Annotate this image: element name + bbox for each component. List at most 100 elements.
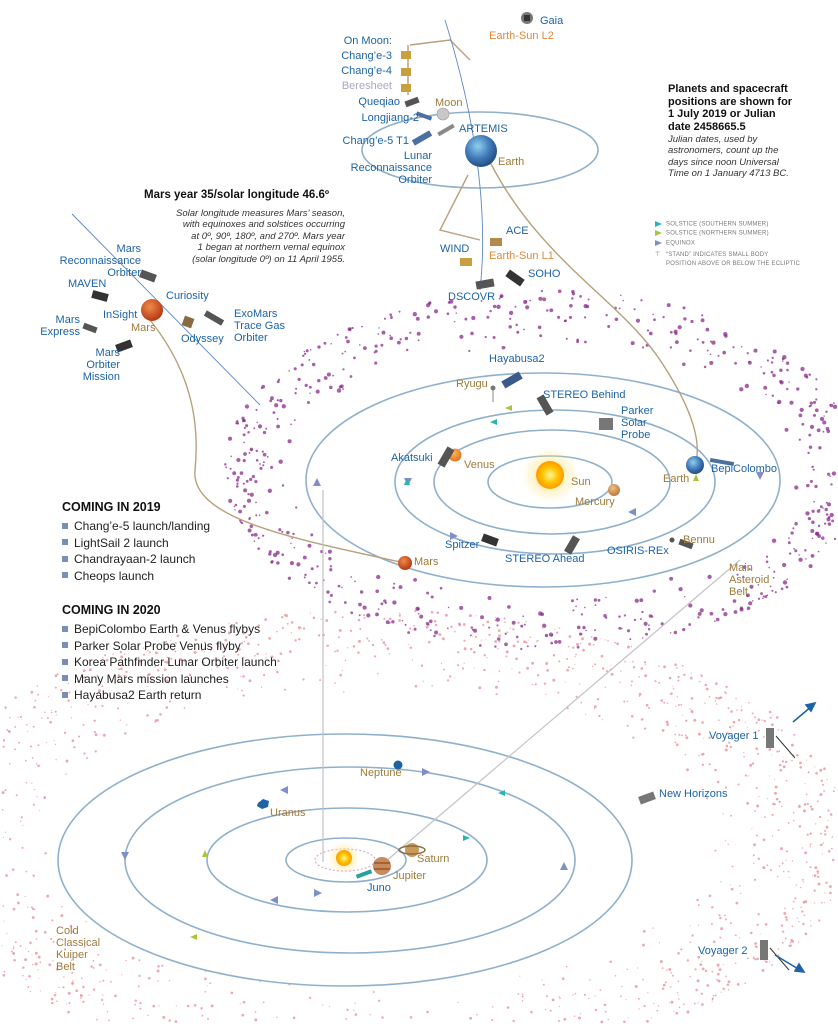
- kuiper-dot: [509, 627, 512, 630]
- asteroid-dot: [766, 594, 769, 596]
- kuiper-dot: [803, 803, 807, 806]
- asteroid-dot: [799, 407, 804, 412]
- kuiper-dot: [675, 705, 677, 707]
- date-title-line: positions are shown for: [668, 95, 793, 108]
- list-item-text: Korea Pathfinder Lunar Orbiter launch: [74, 655, 277, 669]
- kuiper-dot: [792, 907, 794, 910]
- asteroid-dot: [329, 568, 333, 572]
- kuiper-dot: [165, 660, 169, 664]
- kuiper-dot: [146, 714, 149, 717]
- label-line: Lunar: [403, 150, 432, 162]
- kuiper-dot: [346, 647, 349, 649]
- asteroid-dot: [585, 304, 590, 309]
- asteroid-dot: [478, 644, 482, 647]
- solstice-markers: [190, 405, 699, 940]
- kuiper-dot: [18, 741, 20, 744]
- kuiper-dot: [669, 986, 672, 988]
- asteroid-dot: [389, 316, 393, 319]
- kuiper-dot: [119, 719, 121, 721]
- kuiper-dot: [54, 710, 57, 713]
- kuiper-dot: [778, 800, 781, 804]
- label-line: Orbiter: [398, 174, 432, 187]
- asteroid-dot: [272, 552, 278, 558]
- asteroid-dot: [412, 312, 417, 317]
- kuiper-dot: [92, 988, 96, 991]
- asteroid-dot: [323, 341, 327, 345]
- kuiper-dot: [677, 679, 680, 682]
- asteroid-dot: [316, 565, 319, 568]
- kuiper-dot: [792, 900, 795, 903]
- kuiper-dot: [256, 652, 259, 656]
- asteroid-dot: [236, 475, 240, 479]
- asteroid-dot: [689, 349, 692, 352]
- kuiper-dot: [506, 1006, 510, 1009]
- kuiper-dot: [572, 646, 575, 649]
- kuiper-dot: [38, 977, 40, 979]
- kuiper-dot: [620, 670, 622, 672]
- kuiper-dot: [67, 1010, 70, 1014]
- kuiper-dot: [476, 615, 477, 617]
- kuiper-dot: [398, 614, 401, 617]
- kuiper-dot: [442, 668, 445, 671]
- asteroid-dot: [310, 533, 314, 537]
- asteroid-dot: [328, 385, 333, 390]
- label-line: Orbiter: [107, 267, 141, 280]
- asteroid-dot: [740, 345, 743, 348]
- kuiper-dot: [754, 810, 756, 812]
- kuiper-dot: [668, 968, 672, 971]
- asteroid-dot: [594, 604, 597, 606]
- kuiper-dot: [408, 644, 410, 646]
- asteroid-dot: [683, 595, 686, 598]
- kuiper-dot: [605, 670, 609, 673]
- asteroid-dot: [253, 427, 256, 430]
- asteroid-dot: [353, 356, 356, 360]
- kuiper-dot: [148, 673, 151, 676]
- asteroid-dot: [229, 467, 232, 470]
- asteroid-dot: [811, 509, 815, 513]
- kuiper-dot: [680, 703, 683, 706]
- kuiper-dot: [6, 932, 8, 934]
- kuiper-dot: [781, 805, 783, 808]
- kuiper-dot: [690, 672, 692, 674]
- voyager-arrows: [774, 701, 817, 973]
- kuiper-dot: [711, 970, 714, 973]
- asteroid-dot: [635, 318, 641, 323]
- kuiper-dot: [591, 665, 594, 668]
- asteroid-dot: [688, 603, 693, 608]
- kuiper-dot: [165, 706, 169, 709]
- kuiper-dot: [41, 717, 43, 719]
- kuiper-dot: [357, 618, 361, 622]
- kuiper-dot: [822, 783, 824, 786]
- asteroid-dot: [434, 630, 439, 635]
- asteroid-dot: [439, 586, 443, 590]
- kuiper-dot: [31, 954, 33, 956]
- asteroid-dot: [290, 423, 292, 426]
- label-line: Asteroid: [729, 574, 770, 587]
- kuiper-dot: [185, 697, 189, 701]
- asteroid-dot: [607, 325, 611, 328]
- kuiper-dot: [580, 701, 583, 704]
- blue-triangle-icon: [655, 240, 662, 246]
- asteroid-dot: [605, 596, 607, 599]
- kuiper-dot: [531, 683, 534, 686]
- asteroid-dot: [302, 354, 305, 357]
- kuiper-dot: [729, 922, 732, 925]
- asteroid-dot: [746, 594, 749, 597]
- asteroid-dot: [272, 411, 276, 414]
- asteroid-dot: [618, 626, 622, 630]
- asteroid-dot: [647, 628, 651, 631]
- asteroid-dot: [522, 615, 525, 618]
- kuiper-dot: [357, 651, 360, 654]
- asteroid-dot: [255, 514, 258, 517]
- asteroid-dot: [618, 307, 621, 310]
- kuiper-dot: [108, 1019, 110, 1022]
- kuiper-dot: [262, 1001, 265, 1004]
- kuiper-dot: [801, 847, 804, 849]
- kuiper-dot: [27, 950, 30, 953]
- asteroid-dot: [827, 516, 831, 519]
- kuiper-dot: [354, 1013, 358, 1016]
- kuiper-dot: [804, 851, 808, 855]
- kuiper-dot: [83, 945, 86, 948]
- kuiper-dot: [519, 975, 521, 977]
- asteroid-dot: [701, 314, 704, 317]
